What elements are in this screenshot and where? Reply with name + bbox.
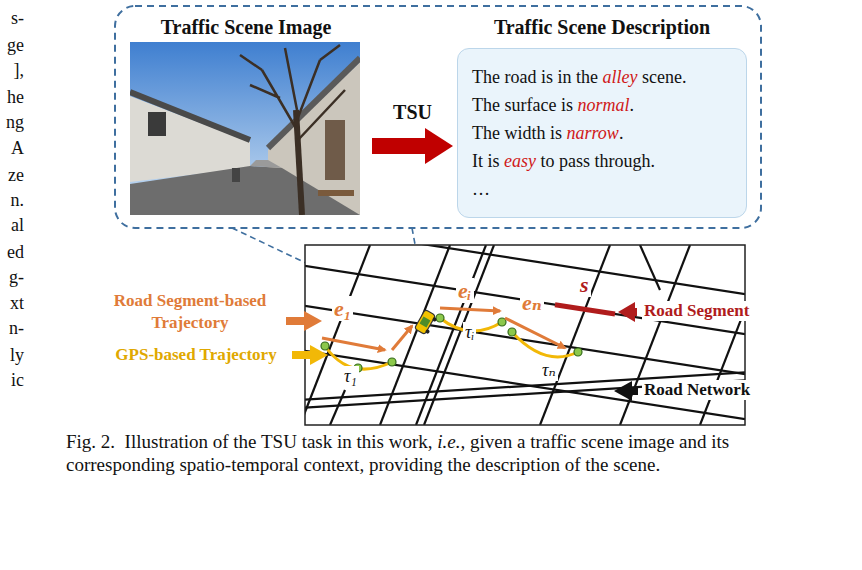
pointer-arrow xyxy=(286,317,306,325)
vehicle-wheel xyxy=(432,317,437,322)
bench xyxy=(318,190,354,196)
column-fragment: ly xyxy=(0,345,24,366)
road-segment xyxy=(555,305,615,314)
road-far xyxy=(250,160,282,168)
sky xyxy=(130,42,360,215)
segment-symbol: s xyxy=(578,272,591,297)
column-fragment: g- xyxy=(0,267,24,288)
column-fragment: n- xyxy=(0,318,24,339)
task-arrow xyxy=(372,138,433,154)
gps-symbol: τᵢ xyxy=(463,322,476,343)
emphasis-word: i.e., xyxy=(437,431,465,452)
trajectory-label: GPS-based Trajectory xyxy=(105,345,287,365)
column-fragment: ], xyxy=(0,60,24,81)
segment-label: Road Segment xyxy=(642,301,751,321)
road-network xyxy=(305,245,745,425)
image-panel: Traffic Scene Image xyxy=(128,14,364,220)
left-wall xyxy=(130,96,250,182)
traffic-photo xyxy=(130,42,360,215)
emphasis-word: easy xyxy=(504,151,536,171)
gps-path xyxy=(512,332,578,357)
segment-arrow xyxy=(505,318,565,348)
segment-symbol: eᵢ xyxy=(456,278,474,303)
road xyxy=(305,265,745,335)
column-fragment: al xyxy=(0,215,24,236)
panel-heading: Traffic Scene Description xyxy=(457,14,747,40)
edge-label: TSU xyxy=(391,101,434,124)
road xyxy=(130,166,360,215)
description-box: Traffic Scene DescriptionThe road is in … xyxy=(457,14,747,218)
vehicle-body xyxy=(414,309,435,334)
column-fragment: ze xyxy=(0,165,24,186)
pointer-arrow xyxy=(292,351,312,359)
trajectory-label: Road Segment-based Trajectory xyxy=(100,290,280,334)
column-fragment: A xyxy=(0,138,24,159)
emphasis-word: narrow xyxy=(567,123,619,143)
description-line: The width is narrow. xyxy=(472,119,732,147)
gps-point xyxy=(508,328,516,336)
segment-arrow xyxy=(322,338,385,350)
description-line: The road is in the alley scene. xyxy=(472,63,732,91)
column-fragment: he xyxy=(0,87,24,108)
tree-trunk xyxy=(296,110,302,215)
gps-point xyxy=(388,358,396,366)
road xyxy=(330,390,345,425)
emphasis-word: alley xyxy=(603,67,638,87)
pointer-head xyxy=(618,302,635,322)
road xyxy=(380,245,450,425)
emphasis-word: normal xyxy=(577,95,629,115)
column-fragment: ge xyxy=(0,35,24,56)
vehicle-wheel xyxy=(425,329,430,334)
network-label: Road Network xyxy=(642,380,752,400)
column-fragment: ed xyxy=(0,242,24,263)
callout-frame xyxy=(115,6,761,228)
gps-point xyxy=(436,314,444,322)
pointer-head xyxy=(304,311,322,331)
column-fragment: ng xyxy=(0,112,24,133)
column-fragment: ic xyxy=(0,370,24,391)
panel-heading: Traffic Scene Image xyxy=(128,14,364,40)
segment-arrow xyxy=(392,326,412,350)
pointer-head xyxy=(310,345,328,365)
window xyxy=(148,112,166,136)
description-panel: The road is in the alley scene.The surfa… xyxy=(457,48,747,218)
gps-symbol: τₙ xyxy=(540,360,558,381)
column-fragment: xt xyxy=(0,293,24,314)
gps-point xyxy=(574,348,582,356)
vehicle-icon xyxy=(414,309,438,336)
description-line: The surface is normal. xyxy=(472,91,732,119)
vehicle-roof xyxy=(420,317,431,328)
segment-symbol: eₙ xyxy=(520,290,544,315)
figure xyxy=(232,168,240,182)
figure-caption: Fig. 2. Illustration of the TSU task in … xyxy=(66,430,810,476)
door xyxy=(325,120,345,180)
road xyxy=(305,245,745,295)
road xyxy=(640,245,660,290)
description-line: … xyxy=(472,175,732,203)
segment-symbol: e₁ xyxy=(332,296,353,321)
tree-branches xyxy=(240,45,345,140)
pointer-head xyxy=(614,381,632,401)
column-fragment: s- xyxy=(0,8,24,29)
column-fragment: n. xyxy=(0,190,24,211)
gps-symbol: τ₁ xyxy=(342,366,359,387)
left-roof xyxy=(130,92,250,140)
gps-point xyxy=(321,342,329,350)
segment-arrow xyxy=(440,308,500,311)
description-line: It is easy to pass through. xyxy=(472,147,732,175)
